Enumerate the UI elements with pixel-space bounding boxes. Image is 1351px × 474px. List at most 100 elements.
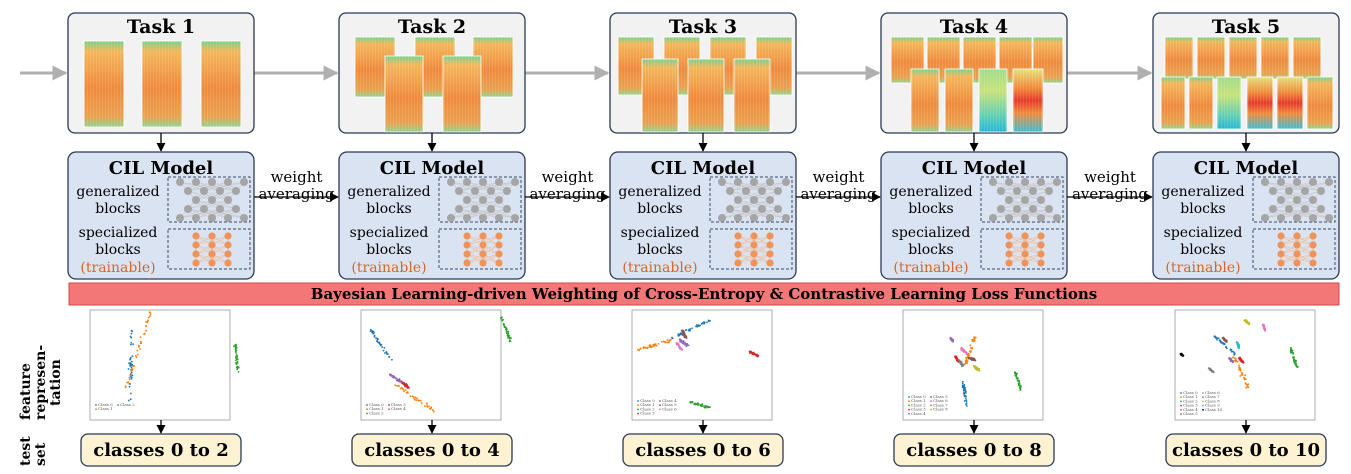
cil-model-box: CIL Modelgeneralizedblocksspecializedblo…: [880, 151, 1068, 280]
legend-entry: Class 3: [391, 402, 406, 407]
test-set-box: classes 0 to 8: [893, 433, 1055, 467]
trainable-label: (trainable): [1165, 260, 1240, 276]
cil-model-box: CIL Modelgeneralizedblocksspecializedblo…: [338, 151, 526, 280]
specialized-label-line1: specialized: [350, 225, 429, 241]
legend-entry: Class 1: [98, 406, 113, 411]
generalized-label-line1: generalized: [889, 184, 972, 200]
legend-entry: Class 3: [911, 407, 926, 412]
legend-entry: Class 2: [369, 410, 384, 415]
legend-entry: Class 2: [120, 402, 135, 407]
feature-label-line1: feature: [18, 363, 34, 420]
task-box: Task 5: [1152, 12, 1340, 134]
specialized-label-line2: blocks: [95, 242, 140, 258]
legend-entry: Class 0: [98, 402, 113, 407]
specialized-label-line2: blocks: [908, 242, 953, 258]
generalized-label-line1: generalized: [76, 184, 159, 200]
test-set-box: classes 0 to 2: [80, 433, 242, 467]
specialized-label-line1: specialized: [892, 225, 971, 241]
specialized-blocks-network: [167, 228, 251, 270]
generalized-label-line2: blocks: [95, 201, 140, 217]
weight-label-line2: averaging: [1072, 185, 1148, 203]
test-set-label-text: classes 0 to 2: [93, 440, 228, 461]
weight-label-line1: weight: [271, 168, 323, 186]
legend-entry: Class 8: [933, 407, 948, 412]
generalized-blocks-network: [709, 176, 793, 223]
generalized-blocks-network: [167, 176, 251, 223]
specialized-blocks-network: [438, 228, 522, 270]
weight-label-line1: weight: [1084, 168, 1136, 186]
legend-entry: Class 9: [1205, 403, 1220, 408]
cil-model-box: CIL Modelgeneralizedblocksspecializedblo…: [67, 151, 255, 280]
cil-model-box: CIL Modelgeneralizedblocksspecializedblo…: [1152, 151, 1340, 280]
legend-entry: Class 6: [662, 406, 677, 411]
generalized-blocks-network: [438, 176, 522, 223]
specialized-label-line1: specialized: [79, 225, 158, 241]
specialized-blocks-network: [980, 228, 1064, 270]
generalized-label-line2: blocks: [1180, 201, 1225, 217]
test-set-label-text: classes 0 to 4: [364, 440, 499, 461]
legend-entry: Class 5: [1183, 411, 1198, 416]
feature-representation-label: feature represen- tation: [18, 345, 64, 420]
legend-entry: Class 1: [369, 406, 384, 411]
legend-entry: Class 8: [1205, 398, 1220, 403]
legend-entry: Class 1: [1183, 394, 1198, 399]
model-title: CIL Model: [380, 158, 485, 179]
weight-label-line2: averaging: [529, 185, 605, 203]
legend-entry: Class 0: [1183, 390, 1198, 395]
specialized-label-line2: blocks: [366, 242, 411, 258]
legend-entry: Class 2: [640, 406, 655, 411]
generalized-label-line1: generalized: [347, 184, 430, 200]
legend-entry: Class 5: [662, 402, 677, 407]
specialized-label-line2: blocks: [1180, 242, 1225, 258]
feature-label-line3: tation: [48, 359, 64, 406]
test-label-line1: test: [18, 436, 34, 466]
specialized-blocks-network: [1252, 228, 1336, 270]
legend-entry: Class 7: [933, 402, 948, 407]
legend-entry: Class 4: [1183, 407, 1198, 412]
model-title: CIL Model: [109, 158, 214, 179]
legend-entry: Class 1: [640, 402, 655, 407]
test-set-box: classes 0 to 4: [351, 433, 513, 467]
legend-entry: Class 1: [911, 398, 926, 403]
task-box: Task 1: [67, 12, 255, 134]
legend-entry: Class 6: [933, 398, 948, 403]
legend-entry: Class 0: [369, 402, 384, 407]
test-set-box: classes 0 to 10: [1165, 433, 1327, 467]
trainable-label: (trainable): [893, 260, 968, 276]
legend-entry: Class 3: [1183, 403, 1198, 408]
generalized-label-line1: generalized: [1161, 184, 1244, 200]
weight-label-line2: averaging: [800, 185, 876, 203]
loss-weighting-banner-text: Bayesian Learning-driven Weighting of Cr…: [311, 285, 1097, 303]
trainable-label: (trainable): [80, 260, 155, 276]
legend-entry: Class 3: [640, 411, 655, 416]
specialized-label-line1: specialized: [621, 225, 700, 241]
legend-entry: Class 5: [933, 394, 948, 399]
legend-entry: Class 0: [640, 398, 655, 403]
generalized-label-line2: blocks: [366, 201, 411, 217]
model-title: CIL Model: [1194, 158, 1299, 179]
generalized-blocks-network: [980, 176, 1064, 223]
generalized-label-line2: blocks: [908, 201, 953, 217]
legend-entry: Class 0: [911, 394, 926, 399]
legend-entry: Class 4: [662, 398, 677, 403]
task-title: Task 3: [669, 16, 737, 38]
loss-weighting-banner: [68, 282, 1340, 306]
weight-label-line1: weight: [542, 168, 594, 186]
